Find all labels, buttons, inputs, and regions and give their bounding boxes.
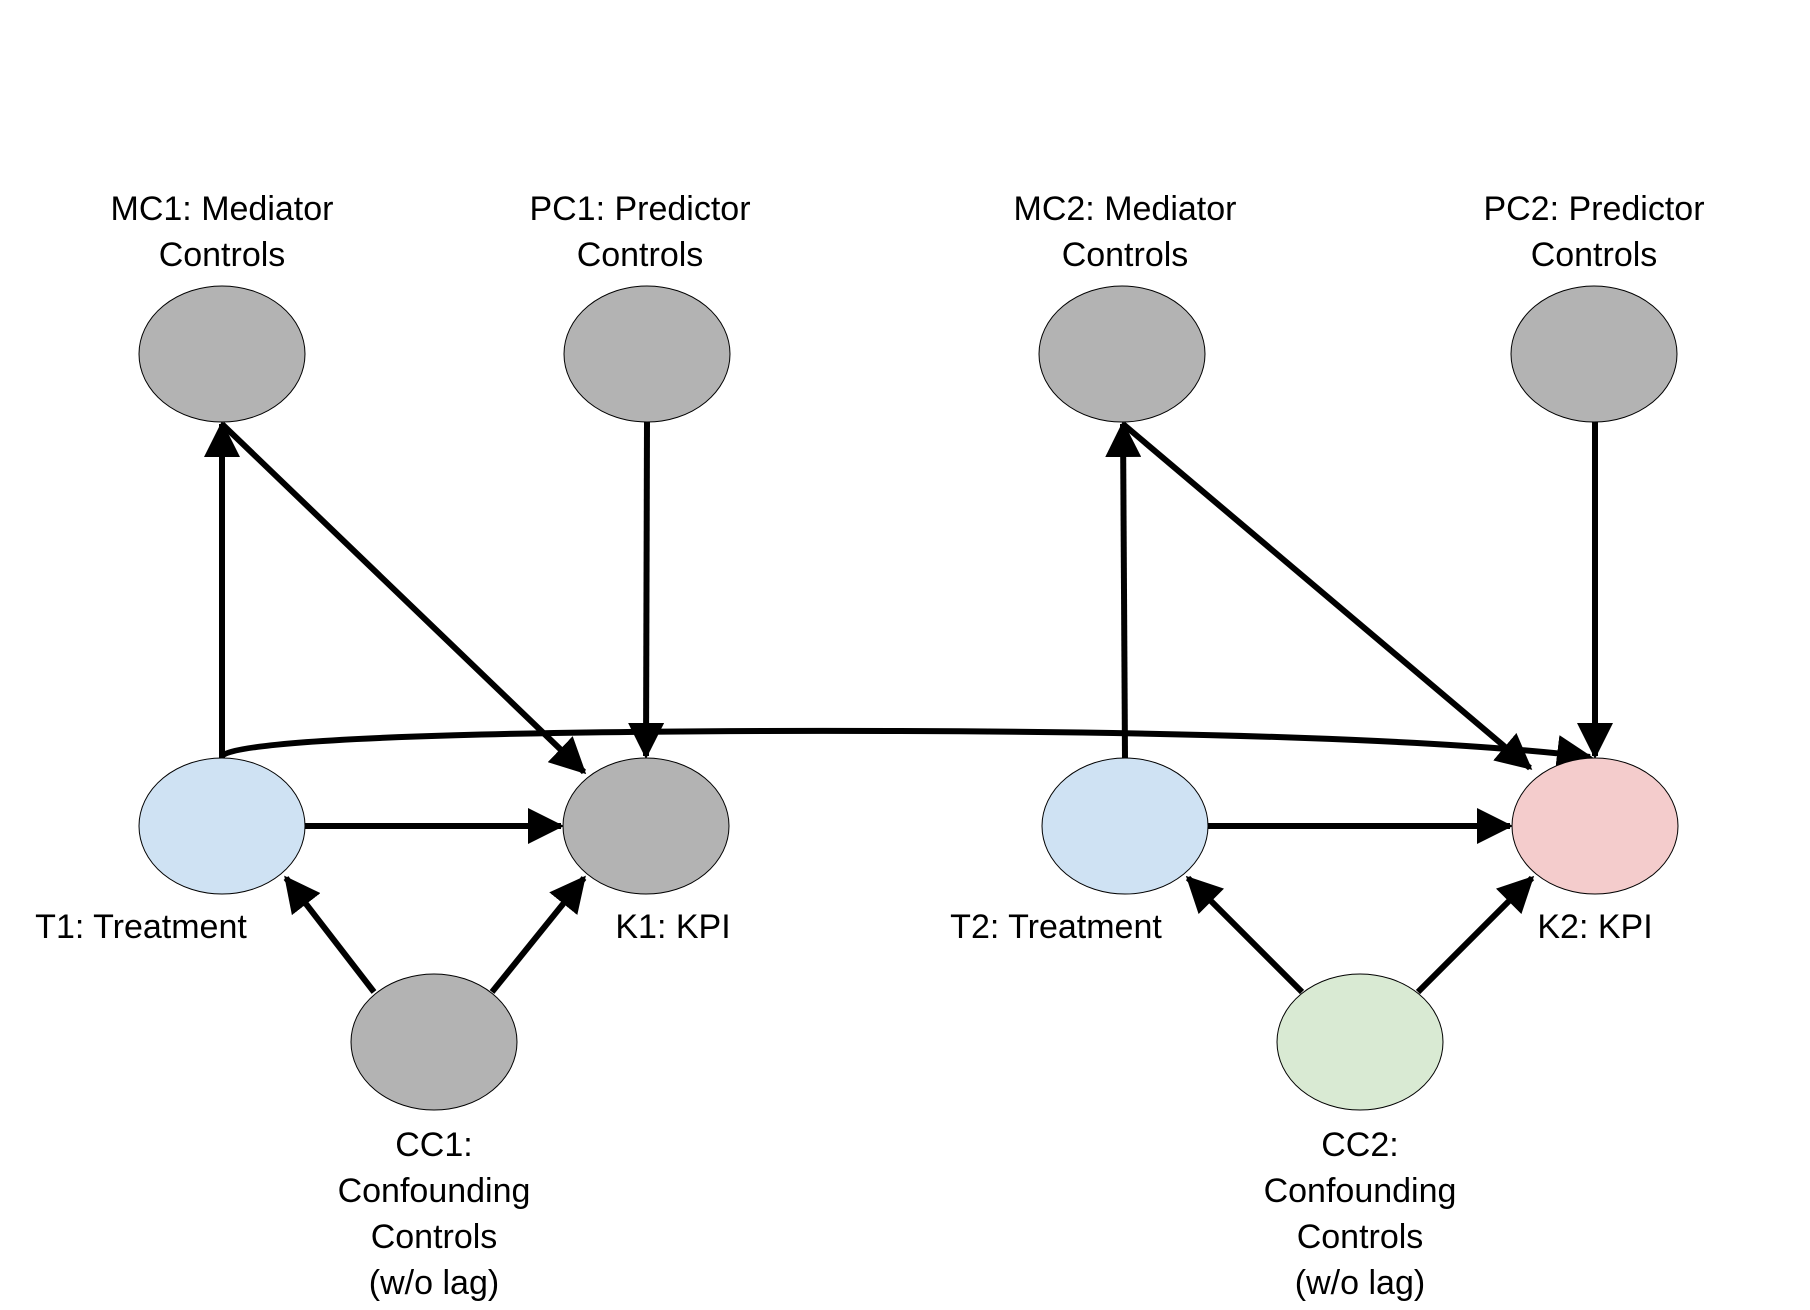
node-label-line: T2: Treatment bbox=[950, 908, 1162, 946]
node-label-line: PC2: Predictor bbox=[1483, 190, 1705, 228]
edge-t1-to-k2 bbox=[219, 727, 1593, 771]
node-pc1 bbox=[563, 285, 731, 423]
node-label-line: MC1: Mediator bbox=[110, 190, 334, 228]
edge-cc1-to-t1 bbox=[283, 875, 377, 994]
node-mc1 bbox=[138, 285, 306, 423]
node-label-line: Controls bbox=[1296, 1218, 1424, 1256]
node-label-line: (w/o lag) bbox=[368, 1264, 500, 1302]
node-t2 bbox=[1041, 757, 1209, 895]
node-label-k2: K2: KPI bbox=[1537, 904, 1652, 950]
node-label-line: Confounding bbox=[337, 1172, 531, 1210]
node-label-line: K2: KPI bbox=[1537, 908, 1653, 946]
node-label-line: CC1: bbox=[395, 1126, 473, 1164]
node-cc2 bbox=[1276, 973, 1444, 1111]
node-pc2 bbox=[1510, 285, 1678, 423]
node-label-line: MC2: Mediator bbox=[1013, 190, 1237, 228]
node-label-line: PC1: Predictor bbox=[529, 190, 751, 228]
edge-mc1-to-k1 bbox=[219, 421, 587, 775]
edge-mc2-to-k2 bbox=[1121, 421, 1533, 771]
edge-cc2-to-t2 bbox=[1185, 875, 1305, 995]
edge-pc1-to-k1 bbox=[628, 421, 665, 759]
edge-cc2-to-k2 bbox=[1415, 875, 1535, 995]
node-mc2 bbox=[1038, 285, 1206, 423]
node-label-line: Controls bbox=[576, 236, 704, 274]
node-label-t1: T1: Treatment bbox=[35, 904, 247, 950]
node-k1 bbox=[562, 757, 730, 895]
node-t1 bbox=[138, 757, 306, 895]
node-label-line: (w/o lag) bbox=[1294, 1264, 1426, 1302]
node-label-line: CC2: bbox=[1321, 1126, 1399, 1164]
node-label-line: K1: KPI bbox=[615, 908, 731, 946]
edge-t2-to-mc2 bbox=[1105, 421, 1142, 759]
node-label-k1: K1: KPI bbox=[615, 904, 730, 950]
node-label-t2: T2: Treatment bbox=[950, 904, 1162, 950]
node-label-line: T1: Treatment bbox=[35, 908, 247, 946]
node-label-line: Controls bbox=[1061, 236, 1189, 274]
edge-cc1-to-k1 bbox=[489, 875, 587, 994]
node-label-line: Controls bbox=[158, 236, 286, 274]
node-label-line: Controls bbox=[370, 1218, 498, 1256]
node-cc1 bbox=[350, 973, 518, 1111]
node-label-line: Confounding bbox=[1263, 1172, 1457, 1210]
node-k2 bbox=[1511, 757, 1679, 895]
node-label-line: Controls bbox=[1530, 236, 1658, 274]
